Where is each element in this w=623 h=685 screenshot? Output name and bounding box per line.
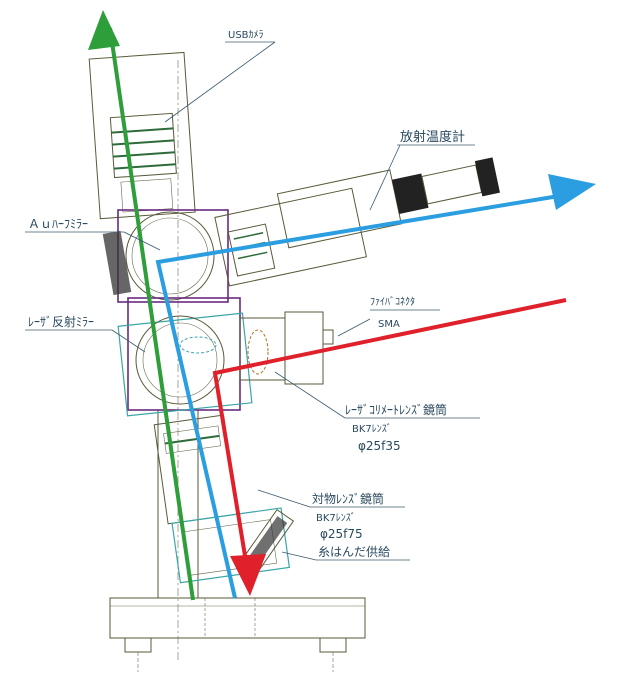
label-objective-tube: 対物ﾚﾝｽﾞ鏡筒 [312,491,384,506]
camera-optical-axis [108,27,195,601]
label-laser-collimator-tube: ﾚｰｻﾞｺﾘﾒｰﾄﾚﾝｽﾞ鏡筒 [345,402,447,417]
label-usb-camera: USBｶﾒﾗ [228,29,264,41]
thermometer-optical-axis [155,193,566,599]
label-sma: SMA [378,319,400,330]
usb-camera-body [88,51,196,220]
label-laser-reflect-mirror: ﾚｰｻﾞ反射ﾐﾗｰ [28,314,94,329]
laser-axis-arrowhead [230,554,266,596]
camera-axis-arrowhead [88,10,120,50]
laser-collimator-tube [239,311,334,385]
thermometer-assembly [214,157,500,287]
thermometer-axis-arrowhead [548,174,596,210]
stand-column [157,60,199,660]
upper-mirror-cube [102,209,229,303]
label-au-half-mirror: Ａｕﾊｰﾌﾐﾗｰ [28,217,88,231]
label-bk7-lens-upper: BK7ﾚﾝｽﾞ [352,423,392,435]
label-phi-25f75: φ25f75 [320,527,363,541]
label-fiber-connector: ﾌｧｲﾊﾞｺﾈｸﾀ [370,296,415,308]
base-plate [109,597,366,672]
leader-lines [25,41,480,561]
lower-mirror-cube [117,297,253,417]
label-radiation-thermometer: 放射温度計 [400,129,465,145]
laser-optical-axis [212,298,567,569]
objective-lens-tube [153,414,291,584]
label-solder-feed: 糸はんだ供給 [318,545,390,559]
label-bk7-lens-lower: BK7ﾚﾝｽﾞ [316,512,356,524]
label-phi-25f35: φ25f35 [358,439,401,453]
